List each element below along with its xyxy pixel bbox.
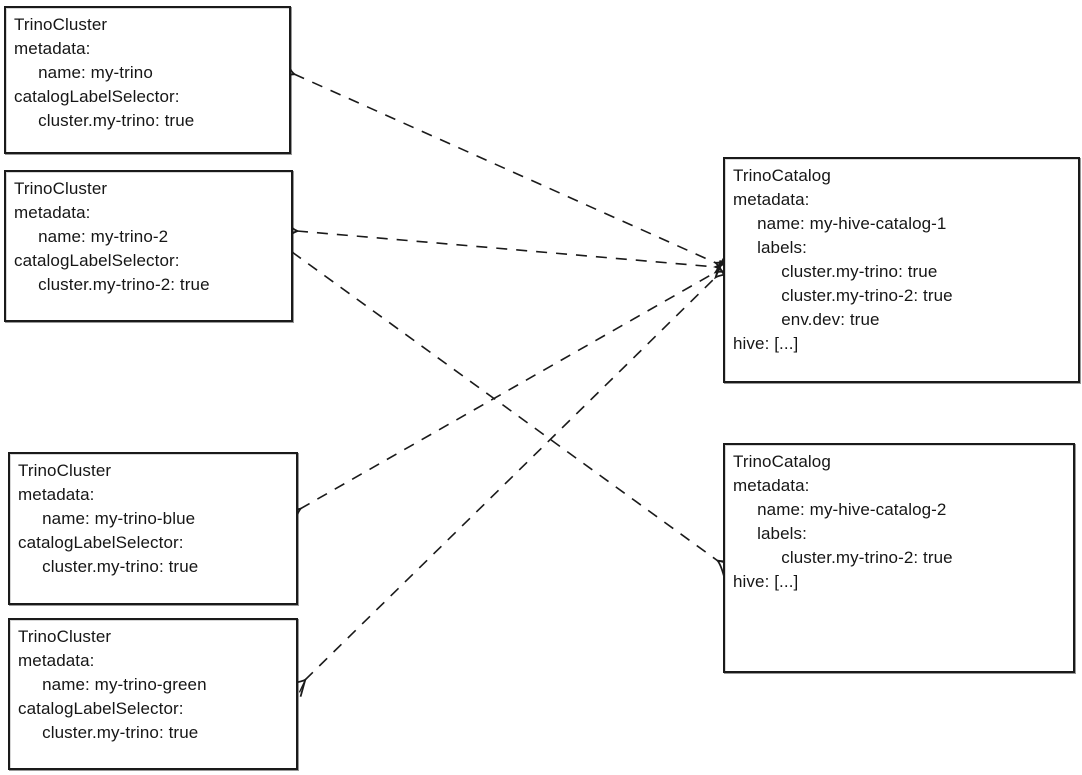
node-kind: TrinoCluster: [14, 15, 108, 34]
node-kind: TrinoCluster: [14, 179, 108, 198]
node-line: cluster.my-trino-2: true: [733, 286, 953, 305]
node-line: cluster.my-trino-2: true: [733, 548, 953, 567]
node-line: cluster.my-trino: true: [733, 262, 938, 281]
node-line: metadata:: [18, 485, 95, 504]
node-trinocluster-my-trino: TrinoCluster metadata: name: my-trino ca…: [4, 6, 291, 154]
node-line: cluster.my-trino: true: [14, 111, 195, 130]
node-line: hive: [...]: [733, 572, 799, 591]
node-line: labels:: [733, 524, 807, 543]
node-kind: TrinoCluster: [18, 461, 112, 480]
node-line: metadata:: [733, 190, 810, 209]
node-line: name: my-trino-blue: [18, 509, 196, 528]
node-line: metadata:: [14, 203, 91, 222]
node-line: cluster.my-trino: true: [18, 557, 199, 576]
node-line: hive: [...]: [733, 334, 799, 353]
node-kind: TrinoCluster: [18, 627, 112, 646]
node-line: env.dev: true: [733, 310, 880, 329]
edge-catalog1-to-my-trino: [294, 74, 716, 263]
node-kind: TrinoCatalog: [733, 452, 831, 471]
node-line: cluster.my-trino: true: [18, 723, 199, 742]
node-line: metadata:: [14, 39, 91, 58]
node-trinocluster-my-trino-blue: TrinoCluster metadata: name: my-trino-bl…: [8, 452, 298, 605]
node-trinocluster-my-trino-green: TrinoCluster metadata: name: my-trino-gr…: [8, 618, 298, 770]
node-line: cluster.my-trino-2: true: [14, 275, 210, 294]
node-trinocatalog-my-hive-catalog-2: TrinoCatalog metadata: name: my-hive-cat…: [723, 443, 1075, 673]
node-line: catalogLabelSelector:: [14, 251, 180, 270]
node-kind: TrinoCatalog: [733, 166, 831, 185]
edge-my-trino-2-to-catalog2: [292, 252, 718, 561]
edge-catalog1-to-my-trino-blue: [300, 272, 716, 509]
node-line: name: my-hive-catalog-2: [733, 500, 947, 519]
node-line: metadata:: [733, 476, 810, 495]
node-line: name: my-trino-2: [14, 227, 169, 246]
node-line: metadata:: [18, 651, 95, 670]
node-trinocatalog-my-hive-catalog-1: TrinoCatalog metadata: name: my-hive-cat…: [723, 157, 1080, 383]
node-line: catalogLabelSelector:: [18, 699, 184, 718]
node-line: labels:: [733, 238, 807, 257]
node-line: catalogLabelSelector:: [18, 533, 184, 552]
node-line: name: my-trino-green: [18, 675, 207, 694]
node-line: name: my-hive-catalog-1: [733, 214, 947, 233]
edge-catalog1-to-my-trino-2: [297, 231, 716, 267]
node-line: name: my-trino: [14, 63, 153, 82]
edge-catalog1-to-my-trino-green: [305, 277, 716, 680]
node-trinocluster-my-trino-2: TrinoCluster metadata: name: my-trino-2 …: [4, 170, 293, 322]
node-line: catalogLabelSelector:: [14, 87, 180, 106]
